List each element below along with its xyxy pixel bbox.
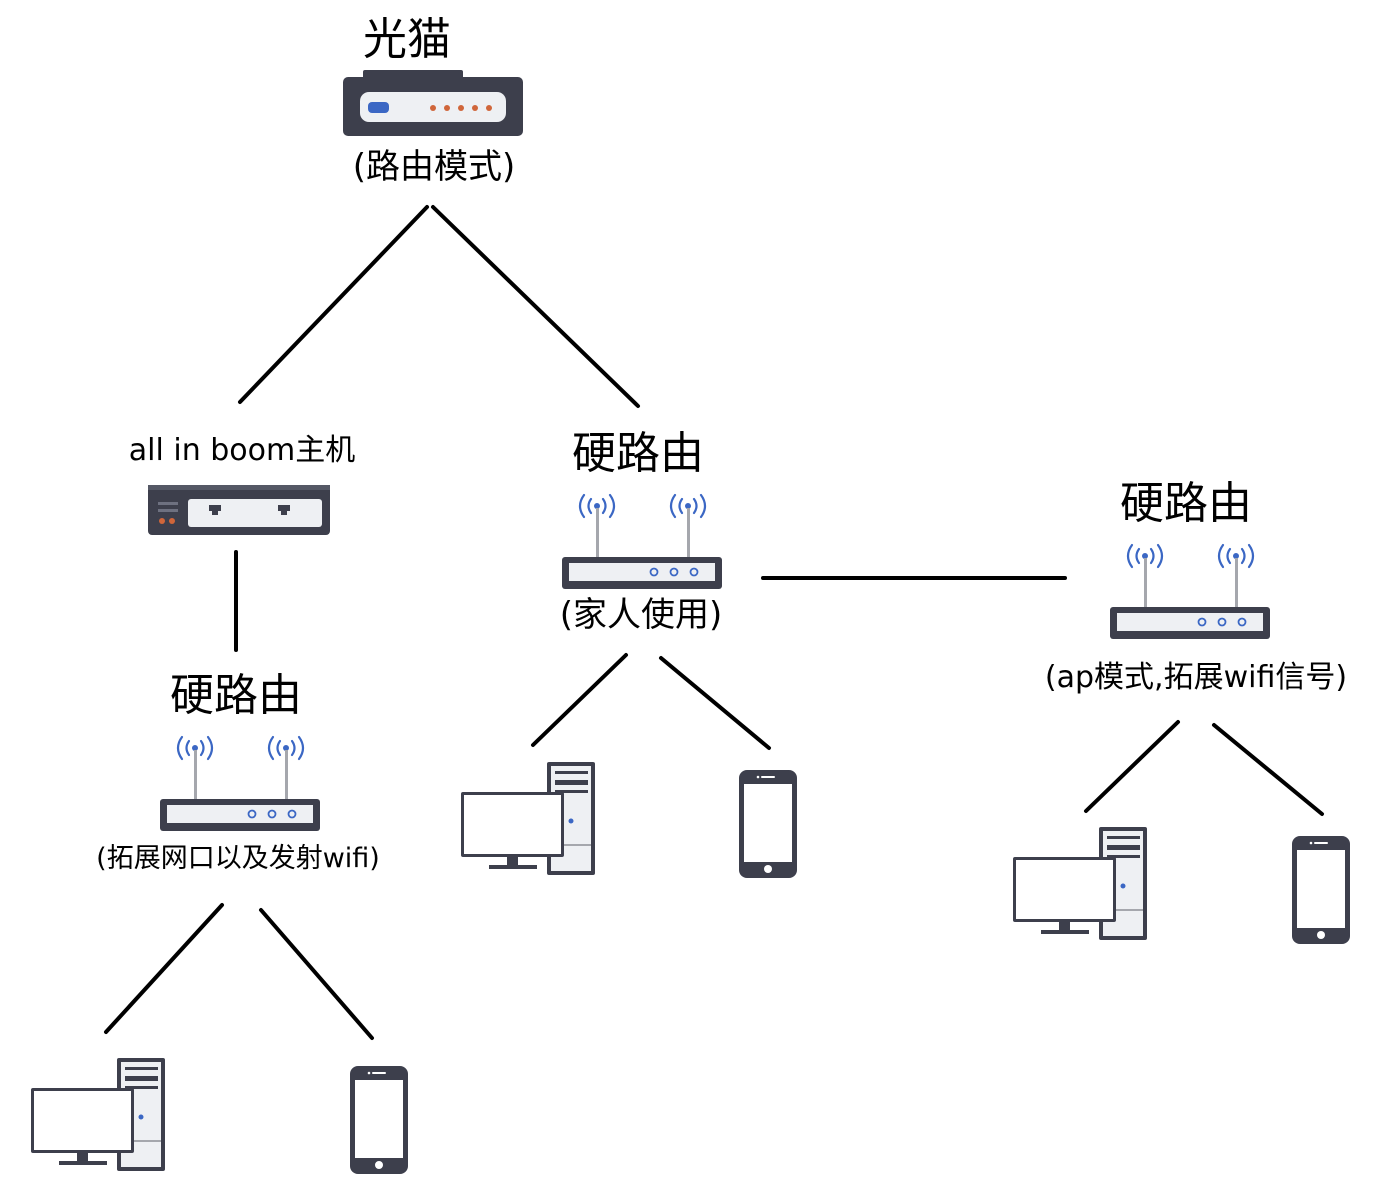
wifi-router-icon xyxy=(160,735,320,832)
aio-host-title: all in boom主机 xyxy=(128,433,356,468)
desktop-computer-icon xyxy=(31,1058,167,1172)
smartphone-icon xyxy=(1292,836,1350,944)
smartphone-icon xyxy=(739,770,797,878)
router-center-title: 硬路由 xyxy=(572,428,704,479)
link-modem-aio xyxy=(238,205,429,404)
link-center-desktop xyxy=(531,653,628,747)
wifi-router-icon xyxy=(562,493,722,590)
link-right-desktop xyxy=(1084,720,1180,813)
link-left-desktop xyxy=(104,903,224,1034)
link-modem-router-center xyxy=(431,205,640,408)
router-center-subtitle: (家人使用) xyxy=(559,595,723,635)
modem-subtitle: (路由模式) xyxy=(352,147,516,187)
router-left-subtitle: (拓展网口以及发射wifi) xyxy=(96,843,380,874)
desktop-computer-icon xyxy=(1013,827,1149,941)
smartphone-icon xyxy=(350,1066,408,1174)
link-right-phone xyxy=(1212,723,1324,816)
link-left-phone xyxy=(259,908,374,1040)
desktop-computer-icon xyxy=(461,762,597,876)
link-center-phone xyxy=(659,656,771,750)
mini-pc-icon xyxy=(148,485,330,535)
router-left-title: 硬路由 xyxy=(170,670,302,721)
modem-title: 光猫 xyxy=(363,14,451,65)
router-right-title: 硬路由 xyxy=(1120,478,1252,529)
wifi-router-icon xyxy=(1110,543,1270,640)
router-right-subtitle: (ap模式,拓展wifi信号) xyxy=(1044,660,1348,695)
modem-icon xyxy=(343,70,523,138)
